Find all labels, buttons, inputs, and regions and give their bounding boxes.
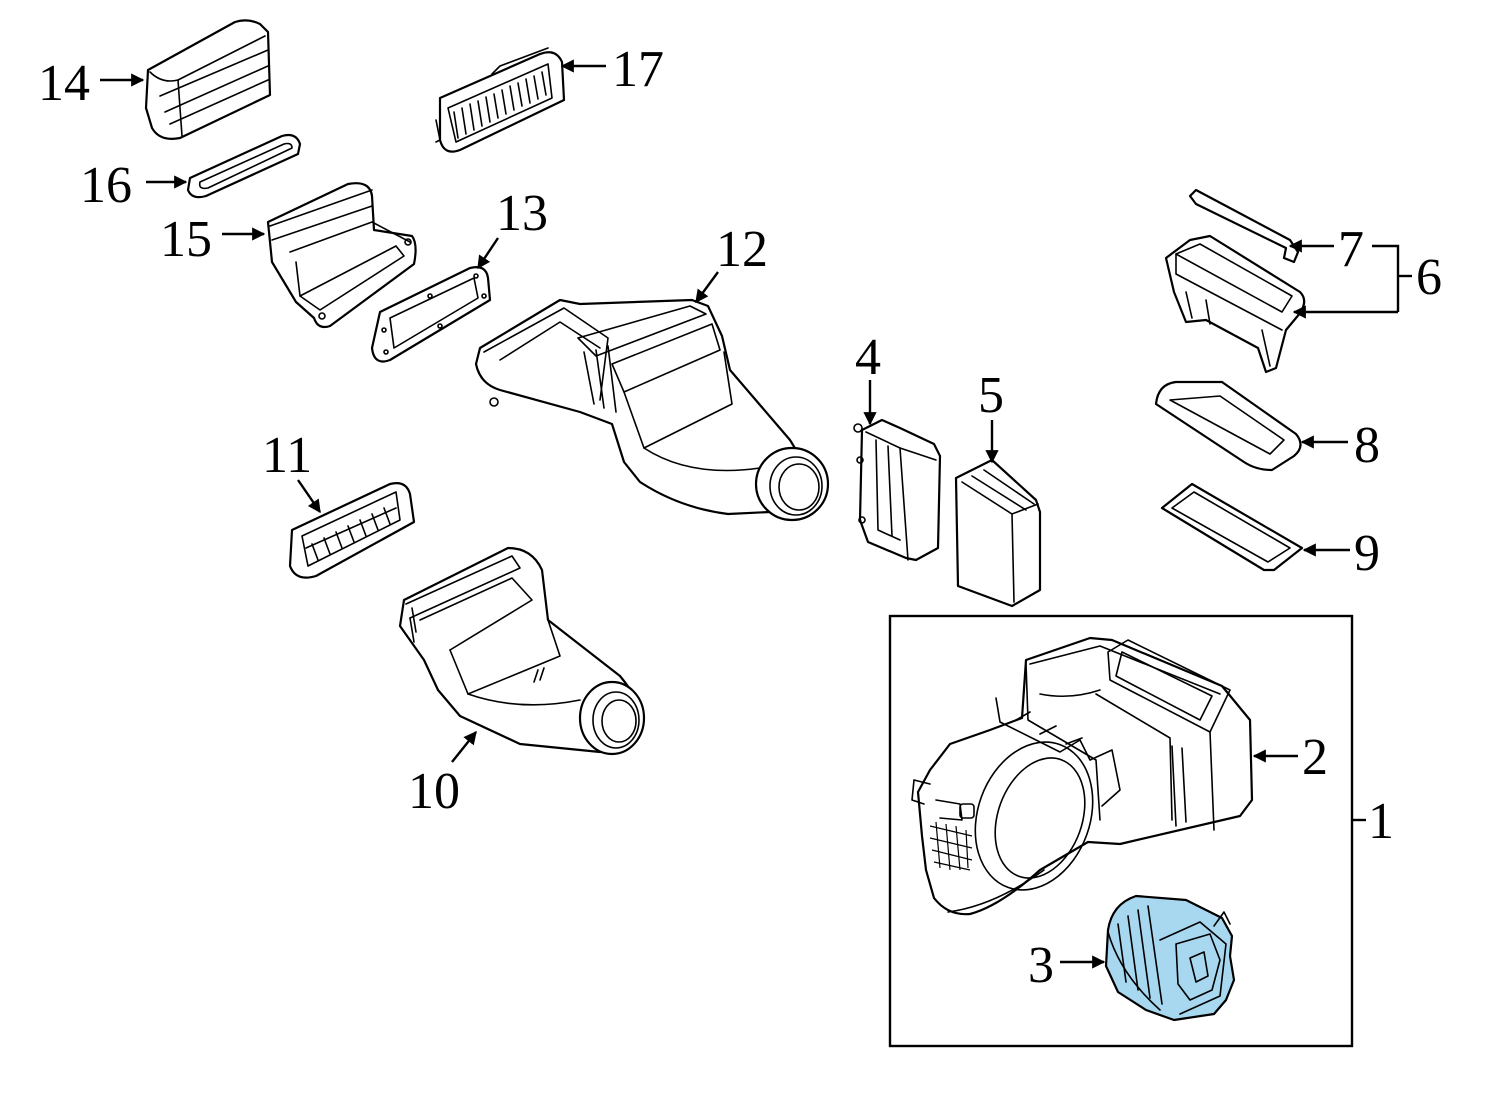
- callout-17: 17: [612, 41, 664, 98]
- part-14-duct[interactable]: [144, 19, 272, 140]
- leader-12: [695, 271, 719, 304]
- part-11-vent[interactable]: [288, 482, 416, 579]
- callout-9: 9: [1354, 525, 1380, 582]
- callout-14: 14: [38, 55, 90, 112]
- part-15-adapter[interactable]: [266, 182, 417, 329]
- part-13-gasket[interactable]: [370, 266, 492, 363]
- part-2-blower-case[interactable]: [911, 636, 1254, 916]
- callouts: 14 17 16 15 13 12 11 10 4 5 7 6 8 9 2 1 …: [38, 41, 1442, 994]
- part-4-housing[interactable]: [853, 418, 942, 562]
- part-6-frame[interactable]: [1164, 234, 1306, 374]
- assembly-box: [888, 614, 1354, 1048]
- callout-15: 15: [160, 211, 212, 268]
- part-3-blower-motor[interactable]: [1104, 894, 1236, 1022]
- callout-10: 10: [408, 763, 460, 820]
- callout-13: 13: [496, 185, 548, 242]
- callout-6: 6: [1416, 249, 1442, 306]
- part-17-filter[interactable]: [435, 47, 566, 153]
- bracket-6: [1372, 244, 1400, 312]
- callout-8: 8: [1354, 417, 1380, 474]
- part-12-duct[interactable]: [474, 298, 830, 522]
- leader-13: [477, 237, 499, 270]
- part-8-gasket[interactable]: [1154, 380, 1302, 472]
- callout-7: 7: [1338, 221, 1364, 278]
- callout-1: 1: [1368, 793, 1394, 850]
- callout-3: 3: [1028, 937, 1054, 994]
- callout-11: 11: [262, 427, 312, 484]
- callout-2: 2: [1302, 729, 1328, 786]
- part-10-duct[interactable]: [398, 546, 646, 756]
- leader-10: [451, 730, 477, 763]
- leaders: [100, 59, 1412, 969]
- callout-5: 5: [978, 367, 1004, 424]
- part-16-gasket[interactable]: [186, 133, 302, 199]
- part-5-filter[interactable]: [954, 458, 1042, 608]
- callout-16: 16: [80, 157, 132, 214]
- part-7-seal[interactable]: [1188, 188, 1300, 264]
- leader-11: [297, 479, 321, 514]
- callout-12: 12: [716, 221, 768, 278]
- part-9-pad[interactable]: [1160, 482, 1304, 572]
- callout-4: 4: [855, 329, 881, 386]
